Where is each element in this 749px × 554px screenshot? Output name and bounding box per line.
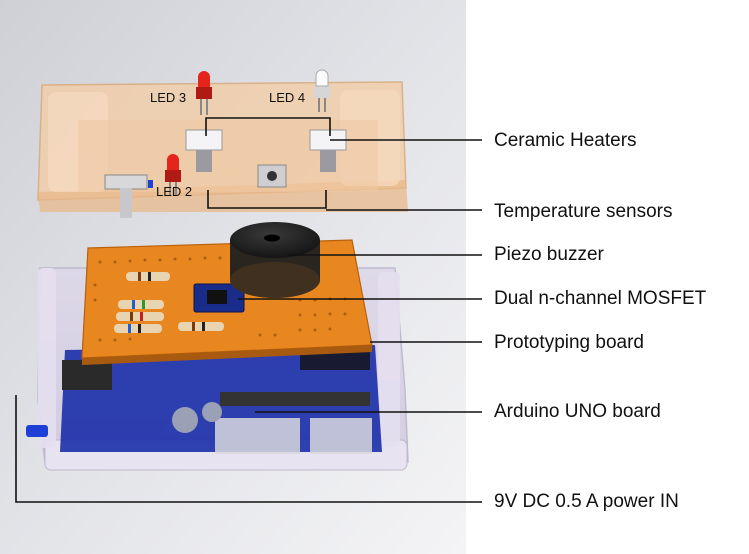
mosfet-module xyxy=(193,283,245,313)
leader-lines xyxy=(15,117,482,503)
callout-piezo-buzzer: Piezo buzzer xyxy=(494,244,604,265)
callout-power-in: 9V DC 0.5 A power IN xyxy=(494,491,679,512)
power-jack-icon xyxy=(26,425,48,437)
callout-ceramic-heaters: Ceramic Heaters xyxy=(494,130,637,151)
led-2-label: LED 2 xyxy=(156,184,193,199)
ceramic-heater-left xyxy=(185,129,223,151)
callout-prototyping-board: Prototyping board xyxy=(494,332,644,353)
callout-temperature-sensors: Temperature sensors xyxy=(494,201,673,222)
led-3-label: LED 3 xyxy=(150,90,187,105)
resistor-icon xyxy=(114,272,224,333)
enclosure-lid xyxy=(37,81,408,218)
callout-arduino: Arduino UNO board xyxy=(494,401,661,422)
arduino-uno-board xyxy=(26,345,382,454)
piezo-buzzer xyxy=(230,222,320,298)
callout-mosfet: Dual n-channel MOSFET xyxy=(494,288,707,309)
led-4-label: LED 4 xyxy=(269,90,306,105)
prototyping-board xyxy=(81,239,373,365)
led-2-icon xyxy=(165,154,181,196)
led-4-icon xyxy=(314,69,330,112)
led-3-icon xyxy=(196,71,212,115)
